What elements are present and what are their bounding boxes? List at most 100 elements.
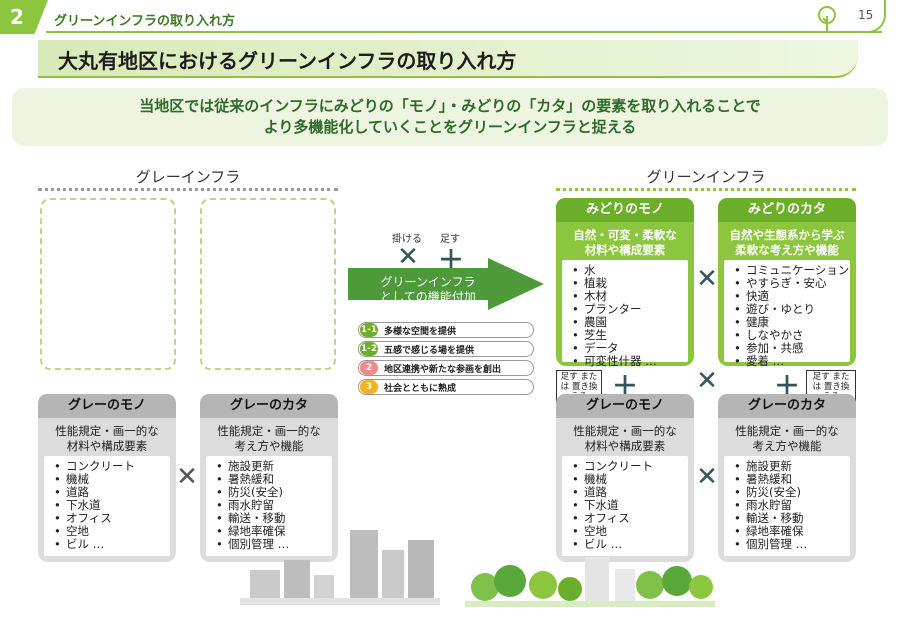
subtitle-line-2: 考え方や機能	[752, 439, 822, 453]
subtitle-line-2: 材料や構成要素	[584, 439, 666, 453]
list-item: 下水道	[572, 499, 688, 513]
function-item-3: 3 社会とともに熟成	[358, 379, 534, 395]
green-side-gray-mono-card: グレーのモノ 性能規定・画一的な 材料や構成要素 コンクリート 機械 道路 下水…	[556, 394, 694, 562]
page-title: 大丸有地区におけるグリーンインフラの取り入れ方	[58, 49, 517, 73]
subtitle-line-1: 性能規定・画一的な	[735, 424, 839, 438]
gray-kata-list: 施設更新 暑熱緩和 防災(安全) 雨水貯留 輸送・移動 緑地率確保 個別管理 …	[206, 456, 332, 556]
subtitle-line-1: 自然・可変・柔軟な	[573, 228, 677, 242]
arrow-label: グリーンインフラ としての機能付加	[348, 275, 508, 305]
subtitle-line-2: 材料や構成要素	[584, 243, 666, 257]
list-item: 機械	[54, 473, 170, 487]
gray-kata-title: グレーのカタ	[718, 394, 856, 418]
multiply-icon: ✕	[696, 366, 718, 396]
gray-mono-subtitle: 性能規定・画一的な 材料や構成要素	[38, 424, 176, 454]
green-kata-title: みどりのカタ	[718, 198, 856, 222]
green-city-illustration	[465, 557, 715, 607]
list-item: 農園	[572, 316, 688, 330]
multiply-icon: ✕	[176, 462, 198, 492]
function-label: 多様な空間を提供	[384, 326, 457, 337]
subtitle-line-2: 柔軟な考え方や機能	[735, 243, 839, 257]
list-item: 雨水貯留	[216, 499, 332, 513]
gray-mono-list: コンクリート 機械 道路 下水道 オフィス 空地 ビル …	[44, 456, 170, 556]
list-item: 輸送・移動	[734, 512, 850, 526]
function-num: 1-1	[360, 323, 378, 337]
gray-infra-heading: グレーインフラ	[135, 168, 241, 186]
add-label: 足す	[440, 234, 460, 245]
gray-kata-title: グレーのカタ	[200, 394, 338, 418]
green-mono-list: 水 植栽 木材 プランター 農園 芝生 データ 可変性什器 …	[562, 260, 688, 368]
green-infra-heading: グリーンインフラ	[646, 168, 766, 186]
green-side-gray-kata-card: グレーのカタ 性能規定・画一的な 考え方や機能 施設更新 暑熱緩和 防災(安全)…	[718, 394, 856, 562]
list-item: データ	[572, 342, 688, 356]
lead-box	[12, 88, 888, 146]
tree-icon	[818, 6, 836, 32]
lead-line-1: 当地区では従来のインフラにみどりの「モノ」・みどりの「カタ」の要素を取り入れるこ…	[139, 97, 761, 115]
lead-line-2: より多機能化していくことをグリーンインフラと捉える	[263, 118, 637, 136]
arrow-line-1: グリーンインフラ	[380, 275, 476, 289]
list-item: 暑熱緩和	[734, 473, 850, 487]
subtitle-line-1: 自然や生態系から学ぶ	[729, 228, 845, 242]
list-item: 個別管理 …	[734, 538, 850, 552]
section-number-badge: 2	[0, 0, 48, 34]
function-num: 2	[360, 361, 378, 375]
subtitle-line-1: 性能規定・画一的な	[573, 424, 677, 438]
list-item: 個別管理 …	[216, 538, 332, 552]
list-item: 緑地率確保	[216, 525, 332, 539]
list-item: 道路	[572, 486, 688, 500]
list-item: 防災(安全)	[216, 486, 332, 500]
list-item: ビル …	[54, 538, 170, 552]
placeholder-box-kata	[200, 198, 336, 370]
green-kata-card: みどりのカタ 自然や生態系から学ぶ 柔軟な考え方や機能 コミュニケーション やす…	[718, 198, 856, 368]
green-mono-subtitle: 自然・可変・柔軟な 材料や構成要素	[556, 228, 694, 258]
lead-text: 当地区では従来のインフラにみどりの「モノ」・みどりの「カタ」の要素を取り入れるこ…	[12, 96, 888, 138]
gray-mono-subtitle: 性能規定・画一的な 材料や構成要素	[556, 424, 694, 454]
subtitle-line-1: 性能規定・画一的な	[55, 424, 159, 438]
section-number: 2	[10, 5, 24, 29]
title-bar	[38, 40, 858, 78]
list-item: 参加・共感	[734, 342, 850, 356]
list-item: 施設更新	[216, 460, 332, 474]
subtitle-line-2: 材料や構成要素	[66, 439, 148, 453]
list-item: 遊び・ゆとり	[734, 303, 850, 317]
gray-infra-rule	[38, 188, 338, 191]
list-item: オフィス	[572, 512, 688, 526]
gray-kata-list: 施設更新 暑熱緩和 防災(安全) 雨水貯留 輸送・移動 緑地率確保 個別管理 …	[724, 456, 850, 556]
section-title: グリーンインフラの取り入れ方	[54, 14, 235, 29]
function-label: 地区連携や新たな参画を創出	[384, 364, 502, 375]
list-item: コンクリート	[54, 460, 170, 474]
list-item: 輸送・移動	[216, 512, 332, 526]
gray-mono-title: グレーのモノ	[38, 394, 176, 418]
function-item-2: 2 地区連携や新たな参画を創出	[358, 360, 534, 376]
multiply-icon: ✕	[397, 242, 419, 272]
list-item: 雨水貯留	[734, 499, 850, 513]
list-item: 芝生	[572, 329, 688, 343]
multiply-label: 掛ける	[392, 234, 422, 245]
function-num: 3	[360, 380, 378, 394]
list-item: 道路	[54, 486, 170, 500]
list-item: 機械	[572, 473, 688, 487]
green-kata-subtitle: 自然や生態系から学ぶ 柔軟な考え方や機能	[718, 228, 856, 258]
arrow-line-2: としての機能付加	[380, 290, 476, 304]
gray-kata-card: グレーのカタ 性能規定・画一的な 考え方や機能 施設更新 暑熱緩和 防災(安全)…	[200, 394, 338, 562]
header-rule	[46, 31, 882, 33]
function-label: 五感で感じる場を提供	[384, 345, 475, 356]
list-item: 空地	[54, 525, 170, 539]
function-num: 1-2	[360, 342, 378, 356]
list-item: 水	[572, 264, 688, 278]
list-item: やすらぎ・安心	[734, 277, 850, 291]
list-item: 植栽	[572, 277, 688, 291]
list-item: 可変性什器 …	[572, 355, 688, 369]
gray-kata-subtitle: 性能規定・画一的な 考え方や機能	[200, 424, 338, 454]
subtitle-line-1: 性能規定・画一的な	[217, 424, 321, 438]
multiply-icon: ✕	[696, 462, 718, 492]
placeholder-box-mono	[40, 198, 176, 370]
list-item: しなやかさ	[734, 329, 850, 343]
function-label: 社会とともに熟成	[384, 383, 457, 394]
green-kata-list: コミュニケーション やすらぎ・安心 快適 遊び・ゆとり 健康 しなやかさ 参加・…	[724, 260, 850, 368]
list-item: 施設更新	[734, 460, 850, 474]
multiply-icon: ✕	[696, 264, 718, 294]
list-item: 空地	[572, 525, 688, 539]
list-item: 愛着 …	[734, 355, 850, 369]
list-item: プランター	[572, 303, 688, 317]
list-item: コンクリート	[572, 460, 688, 474]
